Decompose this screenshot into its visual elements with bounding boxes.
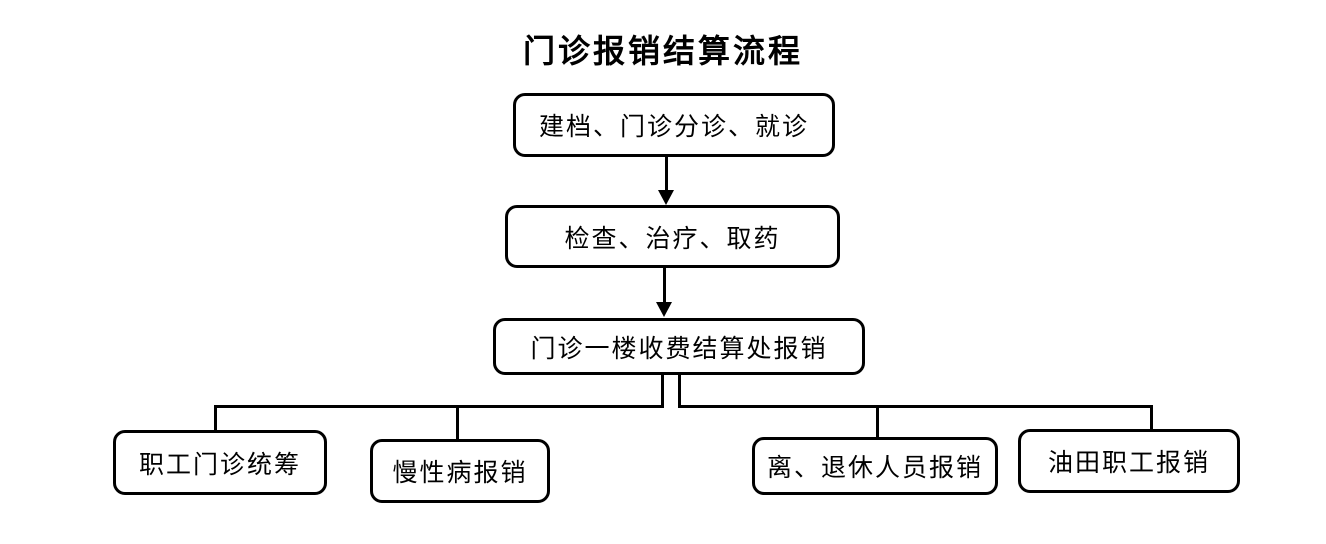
arrow-head [656,302,672,317]
node-label: 职工门诊统筹 [138,451,301,479]
arrow-head [658,190,674,205]
branch-node-oilfield-employee: 油田职工报销 [1018,429,1240,493]
connector-hline-right [678,405,1153,408]
connector-stub-left [661,373,664,408]
arrow-shaft [663,268,666,304]
connector-drop-branch-1 [214,405,217,432]
diagram-title: 门诊报销结算流程 [522,33,803,69]
node-label: 离、退休人员报销 [766,455,983,482]
node-step-treatment: 检查、治疗、取药 [505,205,840,268]
branch-node-chronic-disease: 慢性病报销 [370,439,550,503]
connector-hline-left [214,405,664,408]
node-step-registration: 建档、门诊分诊、就诊 [513,93,835,157]
node-label: 门诊一楼收费结算处报销 [530,335,828,363]
node-label: 建档、门诊分诊、就诊 [538,114,809,141]
node-label: 油田职工报销 [1047,450,1210,477]
connector-drop-branch-4 [1150,405,1153,431]
connector-stub-right [678,373,681,408]
arrow-shaft [665,157,668,193]
branch-node-retired-personnel: 离、退休人员报销 [752,437,998,495]
node-step-settlement: 门诊一楼收费结算处报销 [493,318,865,375]
node-label: 检查、治疗、取药 [564,225,781,253]
connector-drop-branch-3 [876,405,879,439]
branch-node-employee-outpatient: 职工门诊统筹 [113,430,327,495]
connector-drop-branch-2 [456,405,459,441]
node-label: 慢性病报销 [392,460,528,487]
